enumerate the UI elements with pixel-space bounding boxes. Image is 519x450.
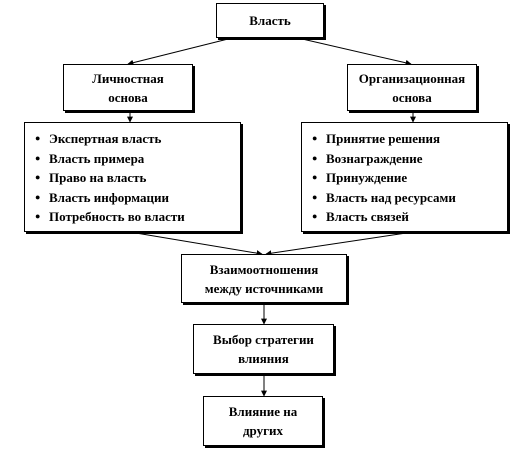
- list-item: Потребность во власти: [35, 207, 240, 227]
- arrow-root-to-organizational: [297, 37, 412, 66]
- list-item: Принуждение: [312, 168, 507, 188]
- arrow-organizational-list-to-relations: [265, 231, 414, 257]
- list-item: Власть информации: [35, 188, 240, 208]
- list-item: Принятие решения: [312, 129, 507, 149]
- influence-box: Влияние на других: [203, 396, 323, 446]
- organizational-basis-box: Организационная основа: [347, 64, 477, 111]
- influence-label: Влияние на других: [228, 404, 298, 438]
- power-box: Власть: [216, 3, 324, 38]
- list-item: Вознаграждение: [312, 149, 507, 169]
- personal-basis-title: Личностная основа: [92, 70, 164, 105]
- strategy-label: Выбор стратегии влияния: [213, 332, 314, 366]
- organizational-sources-list: Принятие решения Вознаграждение Принужде…: [301, 122, 508, 232]
- list-item: Экспертная власть: [35, 129, 240, 149]
- relations-label: Взаимоотношения между источниками: [204, 261, 324, 296]
- arrow-personal-list-to-relations: [129, 231, 263, 257]
- arrow-root-to-personal: [127, 37, 233, 66]
- list-item: Власть над ресурсами: [312, 188, 507, 208]
- list-item: Власть примера: [35, 149, 240, 169]
- organizational-basis-title: Организационная основа: [358, 70, 466, 105]
- strategy-box: Выбор стратегии влияния: [193, 324, 334, 374]
- list-item: Право на власть: [35, 168, 240, 188]
- list-item: Власть связей: [312, 207, 507, 227]
- power-label: Власть: [249, 13, 291, 28]
- personal-sources-list: Экспертная власть Власть примера Право н…: [24, 122, 241, 232]
- relations-box: Взаимоотношения между источниками: [181, 254, 347, 303]
- personal-basis-box: Личностная основа: [63, 64, 193, 111]
